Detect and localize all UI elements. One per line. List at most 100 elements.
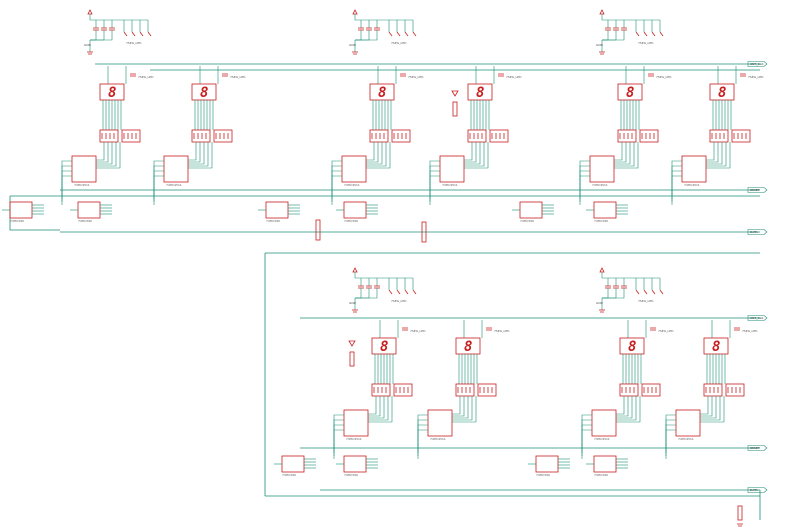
decoder-line: [96, 142, 121, 169]
resistor-pack: [455, 383, 475, 397]
bcd-line: [579, 175, 590, 205]
counter-ic: [9, 201, 33, 219]
digit-glyph: 8: [380, 339, 388, 355]
digit-glyph: 8: [476, 85, 484, 101]
supply-part-label: 7SEG_LED: [126, 41, 142, 45]
capacitor-icon: [605, 27, 611, 31]
ground-label: GND: [596, 43, 604, 47]
counter-label: 74HC390: [520, 219, 534, 223]
net-port: DATA: [747, 487, 768, 493]
decoder-line: [368, 396, 381, 417]
decoder-line: [452, 396, 473, 421]
cap-lead: [355, 30, 362, 41]
port-label: CNT_CLK: [750, 316, 764, 320]
decoder-line: [366, 142, 379, 163]
decoder-line: [452, 396, 469, 419]
decoder-line: [706, 142, 719, 163]
cap-lead: [602, 30, 617, 41]
decoder-label: 74HC4511: [344, 183, 360, 187]
counter-label: 74HC390: [282, 473, 296, 477]
bcd-line: [333, 429, 344, 459]
cap-lead: [602, 288, 617, 299]
digit-glyph: 8: [626, 85, 634, 101]
decoder-line: [96, 142, 117, 167]
led-icon: [348, 340, 356, 347]
decoder-line: [616, 396, 633, 419]
bcd-line: [665, 424, 676, 456]
resistor-pack: [477, 383, 497, 397]
resistor-pack: [99, 129, 119, 143]
switch-icon: [388, 31, 393, 37]
switch-icon: [131, 31, 136, 37]
decoder-label: 74HC4511: [592, 183, 608, 187]
port-label: CNT_CLK: [750, 62, 764, 66]
display-label: 7SEG_LED: [494, 329, 510, 333]
ground-icon: [737, 523, 743, 527]
decoder-ic: [163, 155, 189, 183]
switch-icon: [651, 289, 656, 295]
decoder-line: [700, 396, 721, 421]
counter-label: 74HC390: [536, 473, 550, 477]
resistor-pack: [725, 383, 745, 397]
switch-icon: [139, 31, 144, 37]
decoder-line: [188, 142, 205, 165]
resistor-pack: [619, 383, 639, 397]
port-flag: [747, 315, 768, 321]
decoder-line: [616, 396, 637, 421]
bcd-line: [581, 429, 592, 459]
decoder-label: 74HC4511: [166, 183, 182, 187]
switch-icon: [643, 289, 648, 295]
decoder-line: [700, 396, 713, 417]
port-flag: [747, 229, 768, 235]
counter-ic: [343, 455, 367, 473]
resistor-pack: [391, 129, 411, 143]
decoder-line: [706, 142, 727, 167]
port-flag: [747, 487, 768, 493]
counter-ic: [77, 201, 101, 219]
counter-ic: [281, 455, 305, 473]
supply-wire: [601, 272, 660, 279]
resistor-icon: [737, 505, 743, 521]
digit-glyph: 8: [108, 85, 116, 101]
decoder-line: [368, 396, 393, 423]
ground-label: GND: [349, 301, 357, 305]
resistor-pack: [709, 129, 729, 143]
ground-icon: [599, 51, 605, 55]
decoder-ic: [71, 155, 97, 183]
bcd-line: [671, 175, 682, 205]
decoder-ic: [681, 155, 707, 183]
cap-lead: [90, 30, 97, 41]
bcd-line: [331, 175, 342, 205]
resistor-pack: [369, 129, 389, 143]
bcd-line: [417, 429, 428, 459]
capacitor-icon: [130, 73, 136, 77]
switch-icon: [659, 31, 664, 37]
bcd-line: [671, 170, 682, 202]
switch-icon: [643, 31, 648, 37]
counter-ic: [519, 201, 543, 219]
counter-boards: GND 7SEG_LED 8 7SEG_LED 74HC4511 8 7SEG_LED 74H…: [2, 9, 764, 527]
cap-lead: [602, 288, 609, 299]
counter-ic: [593, 201, 617, 219]
decoder-line: [452, 396, 477, 423]
decoder-line: [706, 142, 723, 165]
display-label: 7SEG_LED: [408, 75, 424, 79]
resistor-pack: [703, 383, 723, 397]
supply-part-label: 7SEG_LED: [638, 299, 654, 303]
cap-lead: [355, 30, 378, 41]
decoder-line: [96, 142, 105, 161]
decoder-line: [614, 142, 631, 165]
vcc-arrow-icon: [599, 9, 605, 15]
display-label: 7SEG_LED: [748, 75, 764, 79]
supply-wire: [89, 14, 148, 21]
decoder-line: [614, 142, 635, 167]
capacitor-icon: [366, 285, 372, 289]
counter-label: 74HC390: [266, 219, 280, 223]
decoder-line: [368, 396, 377, 415]
led-icon: [451, 90, 459, 97]
decoder-label: 74HC4511: [678, 437, 694, 441]
bcd-line: [153, 175, 164, 205]
